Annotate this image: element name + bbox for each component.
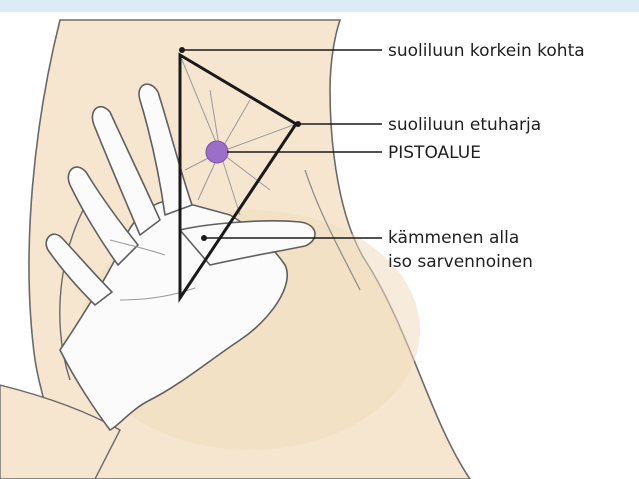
label-anterior-crest: suoliluun etuharja (388, 114, 541, 136)
label-highest-point: suoliluun korkein kohta (388, 40, 585, 62)
injection-area-dot (206, 141, 228, 163)
label-under-palm-line2: iso sarvennoinen (388, 251, 533, 273)
label-injection-area: PISTOALUE (388, 142, 481, 164)
label-under-palm-line1: kämmenen alla (388, 227, 519, 249)
